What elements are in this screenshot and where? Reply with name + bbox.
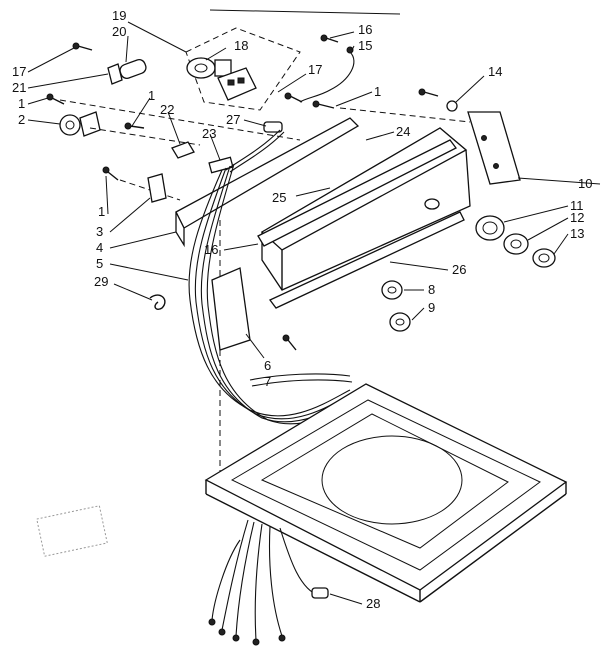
screw-icon	[418, 88, 439, 97]
callout-label: 16	[358, 22, 372, 37]
part-22-clip	[171, 141, 195, 159]
part-13-knob	[532, 248, 556, 268]
part-29-clip	[149, 294, 166, 311]
callout-label: 12	[570, 210, 584, 225]
callout-label: 1	[374, 84, 381, 99]
part-8-knob	[381, 280, 403, 300]
callout-label: 16	[204, 242, 218, 257]
callout-label: 15	[358, 38, 372, 53]
leader-lines	[27, 21, 601, 605]
callout-label: 8	[428, 282, 435, 297]
part-23-connector	[208, 156, 234, 174]
callout-label: 28	[366, 596, 380, 611]
callout-label: 1	[98, 204, 105, 219]
callout-label: 21	[12, 80, 26, 95]
callout-label: 5	[96, 256, 103, 271]
part-11-bezel	[475, 215, 505, 241]
guide-line	[89, 127, 201, 146]
part-4-rail-end	[175, 211, 185, 248]
part-28-lower-harness	[208, 519, 329, 646]
page-stamp	[36, 505, 108, 557]
guide-line	[59, 99, 301, 141]
part-10-end-panel	[467, 111, 521, 185]
callout-label: 17	[308, 62, 322, 77]
screw-icon	[320, 34, 339, 43]
part-2-switch	[59, 111, 101, 137]
part-14-nut	[446, 100, 458, 112]
callout-label: 2	[18, 112, 25, 127]
callout-label: 29	[94, 274, 108, 289]
part-17-plate	[217, 67, 257, 101]
callout-label: 6	[264, 358, 271, 373]
screw-icon	[282, 334, 297, 351]
guide-line	[339, 107, 471, 123]
callout-label: 20	[112, 24, 126, 39]
callout-label: 1	[148, 88, 155, 103]
callout-labels: 19 20 18 16 15 17 21 1 2 17 1 14 1 22 27…	[12, 8, 592, 611]
console-hole	[424, 198, 440, 210]
top-rule	[209, 9, 401, 15]
screw-icon	[102, 166, 119, 181]
part-26-bottom-trim	[268, 211, 465, 309]
part-24-trim	[257, 139, 457, 247]
part-6-end-cap	[211, 267, 251, 351]
callout-label: 19	[112, 8, 126, 23]
screw-icon	[284, 92, 303, 103]
callout-label: 9	[428, 300, 435, 315]
callout-label: 18	[234, 38, 248, 53]
callout-label: 22	[160, 102, 174, 117]
callout-label: 10	[578, 176, 592, 191]
callout-label: 27	[226, 112, 240, 127]
screw-icon	[72, 42, 93, 51]
part-15-terminal	[346, 46, 354, 54]
screw-icon	[46, 93, 65, 105]
callout-label: 7	[264, 374, 271, 389]
callout-label: 17	[12, 64, 26, 79]
callout-label: 25	[272, 190, 286, 205]
part-12-dial	[503, 233, 529, 255]
part-27-connector	[263, 121, 283, 133]
screw-icon	[124, 122, 145, 130]
screw-icon	[312, 100, 335, 109]
callout-label: 26	[452, 262, 466, 277]
callout-label: 13	[570, 226, 584, 241]
part-18-timer-motor	[186, 57, 232, 79]
callout-label: 23	[202, 126, 216, 141]
callout-label: 14	[488, 64, 502, 79]
washer-top-frame	[204, 383, 568, 603]
part-21-clip	[107, 63, 123, 85]
part-20-capacitor	[119, 59, 147, 79]
part-15-lead-wire	[299, 51, 355, 103]
part-9-knob	[389, 312, 411, 332]
callout-label: 4	[96, 240, 103, 255]
callout-label: 11	[570, 198, 584, 213]
callout-label: 24	[396, 124, 410, 139]
callout-label: 1	[18, 96, 25, 111]
part-3-bracket	[147, 173, 167, 203]
callout-label: 3	[96, 224, 103, 239]
